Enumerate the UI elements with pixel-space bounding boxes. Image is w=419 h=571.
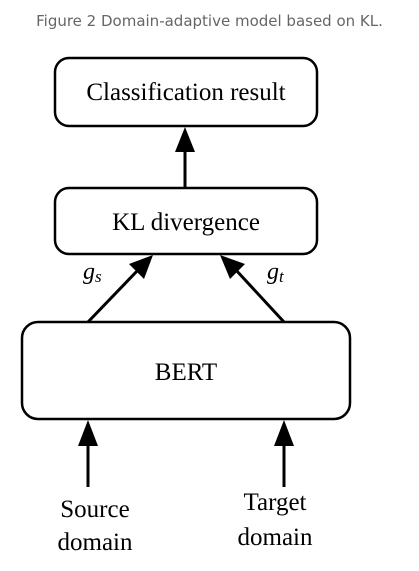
arrow-bert-to-kl-left-head — [129, 255, 153, 279]
kl-divergence-label: KL divergence — [112, 209, 260, 236]
arrow-bert-to-kl-left — [86, 255, 153, 324]
arrow-target-to-bert — [274, 420, 294, 487]
arrow-bert-to-kl-left-shaft — [86, 267, 141, 324]
bert-label: BERT — [155, 359, 217, 386]
target-domain-input: Target domain — [238, 489, 313, 551]
source-domain-line1: Source — [60, 496, 129, 523]
arrow-source-to-bert — [78, 420, 98, 487]
classification-result-box — [53, 56, 319, 128]
target-domain-line1: Target — [243, 489, 306, 516]
gt-label-subscript: t — [279, 267, 285, 286]
classification-result-node: Classification result — [53, 56, 319, 128]
gt-label: gt — [267, 259, 285, 286]
bert-box — [20, 320, 352, 421]
figure-caption: Figure 2 Domain-adaptive model based on … — [36, 12, 383, 30]
classification-result-label: Classification result — [86, 79, 285, 106]
gs-label: gs — [83, 259, 102, 286]
arrow-kl-to-classification — [175, 127, 195, 188]
kl-divergence-node: KL divergence — [53, 186, 319, 256]
arrow-bert-to-kl-right — [220, 255, 286, 324]
bert-node: BERT — [20, 320, 352, 421]
gs-label-subscript: s — [95, 267, 102, 286]
arrow-target-to-bert-head — [274, 420, 294, 446]
target-domain-line2: domain — [238, 524, 313, 551]
source-domain-input: Source domain — [58, 496, 133, 556]
arrow-source-to-bert-head — [78, 420, 98, 446]
arrow-kl-to-classification-head — [175, 127, 195, 152]
gt-label-main: g — [267, 259, 279, 285]
arrow-bert-to-kl-right-head — [220, 255, 245, 279]
source-domain-line2: domain — [58, 529, 133, 556]
arrow-bert-to-kl-right-shaft — [233, 267, 286, 324]
gs-label-main: g — [83, 259, 95, 285]
kl-divergence-box — [53, 186, 319, 256]
